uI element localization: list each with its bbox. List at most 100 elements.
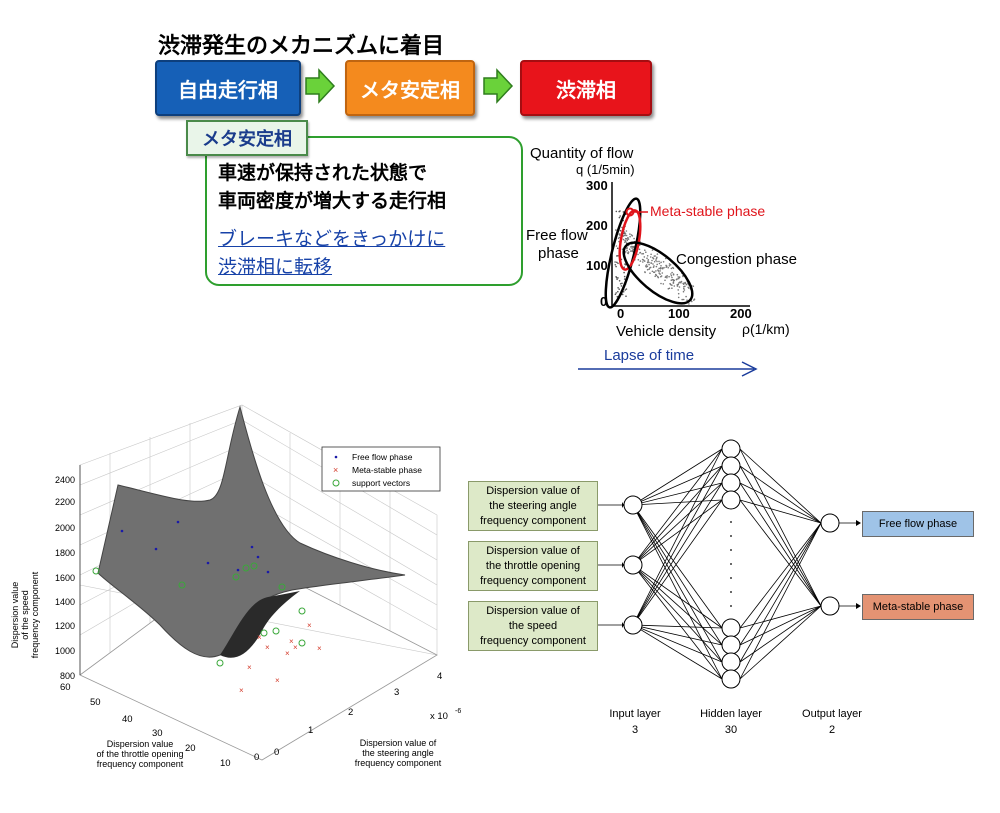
scatter-dot — [648, 261, 650, 264]
scatter-dot — [646, 265, 649, 268]
free-flow-label-2: phase — [538, 245, 579, 262]
scatter-dot — [619, 215, 621, 217]
y-ticks: 0 1 2 3 4 x 10 -6 — [274, 671, 461, 758]
scatter-dot — [637, 253, 639, 256]
nn-edge — [632, 504, 723, 629]
scatter-dot — [631, 235, 634, 237]
phase-free-flow: 自由走行相 — [155, 60, 301, 116]
x-tick: 100 — [668, 306, 690, 321]
scatter-dot — [643, 260, 646, 262]
scatter-dot — [642, 252, 645, 255]
scatter-dot — [670, 274, 673, 277]
svg-text:Dispersion value: Dispersion value — [10, 582, 20, 649]
callout-link-2: 渋滞相に転移 — [218, 256, 333, 278]
meta-marker — [625, 207, 635, 217]
scatter-dot — [621, 282, 623, 285]
scatter-dot — [653, 271, 656, 273]
scatter-dot — [626, 247, 628, 250]
callout-tag: メタ安定相 — [186, 120, 308, 156]
meta-stable-point: × — [285, 649, 290, 658]
support-vector-point — [298, 607, 306, 615]
scatter-dot — [653, 265, 655, 267]
scatter-dot — [638, 264, 640, 266]
nn-edge — [739, 482, 822, 524]
x-label: Vehicle density — [616, 323, 717, 340]
svg-text:frequency component: frequency component — [30, 571, 40, 658]
scatter-dot — [672, 281, 675, 284]
nn-edge — [739, 448, 822, 607]
scatter-dot — [614, 261, 616, 263]
scatter-dot — [686, 299, 688, 301]
scatter-dot — [652, 263, 654, 265]
scatter-dot — [627, 236, 629, 239]
nn-node — [721, 635, 741, 655]
meta-stable-point: × — [257, 633, 262, 642]
scatter-dot — [629, 235, 631, 238]
nn-edge — [739, 465, 822, 524]
scatter-dot — [664, 257, 667, 260]
scatter-dot — [655, 259, 657, 261]
nn-node — [721, 618, 741, 638]
nn-node — [623, 555, 643, 575]
scatter-dot — [669, 264, 672, 266]
nn-edge — [632, 564, 723, 663]
scatter-dot — [656, 260, 658, 263]
nn-edge — [739, 465, 822, 607]
scatter-dot — [614, 293, 617, 296]
svg-text:of the speed: of the speed — [20, 590, 30, 640]
nn-edge — [632, 448, 723, 506]
meta-stable-point: × — [289, 637, 294, 646]
scatter-dot — [618, 288, 620, 290]
svg-text:Dispersion value of: Dispersion value of — [360, 738, 437, 748]
arrowhead — [622, 622, 624, 628]
scatter-dot — [625, 288, 628, 290]
nn-edge — [632, 448, 723, 626]
x-tick: 0 — [617, 306, 624, 321]
scatter-dot — [672, 274, 675, 276]
y-tick: 200 — [586, 218, 608, 233]
scatter-dot — [627, 251, 630, 253]
support-vector-point — [278, 583, 286, 591]
scatter-dot — [650, 262, 652, 264]
scatter-dot — [692, 285, 695, 287]
scatter-dot — [615, 265, 617, 268]
meta-stable-point: × — [239, 686, 244, 695]
scatter-dot — [684, 285, 686, 288]
y-tick: 300 — [586, 178, 608, 193]
nn-edge — [739, 522, 822, 629]
scatter-dot — [615, 276, 617, 278]
scatter-dot — [658, 262, 661, 265]
scatter-dot — [669, 283, 672, 286]
scatter-dot — [647, 259, 650, 261]
scatter-dot — [615, 245, 618, 247]
x-ticks: 60 50 40 30 20 10 0 — [60, 682, 259, 769]
scatter-dot — [623, 278, 626, 280]
x-unit: ρ(1/km) — [742, 321, 790, 337]
nn-edge — [632, 624, 723, 680]
svg-text:frequency component: frequency component — [97, 759, 184, 769]
scatter-dot — [619, 229, 622, 232]
z-tick: 800 — [60, 671, 75, 681]
meta-stable-label: Meta-stable phase — [650, 203, 765, 219]
scatter-dot — [616, 261, 618, 264]
free-flow-point — [154, 547, 158, 551]
scatter-dot — [627, 238, 630, 240]
nn-edge — [632, 504, 723, 646]
x-tick: 10 — [220, 758, 231, 769]
nn-node — [820, 596, 840, 616]
scatter-dot — [615, 229, 617, 231]
scatter-dot — [625, 238, 628, 240]
nn-node — [820, 513, 840, 533]
nn-node — [623, 495, 643, 515]
meta-stable-point: × — [317, 644, 322, 653]
y-tick: 0 — [274, 747, 279, 758]
scatter-dot — [649, 272, 651, 274]
nn-edge — [632, 482, 723, 626]
scatter-dot — [643, 256, 646, 258]
scatter-dot — [639, 251, 642, 254]
legend-sv-marker — [332, 479, 340, 487]
scatter-dot — [685, 295, 687, 298]
